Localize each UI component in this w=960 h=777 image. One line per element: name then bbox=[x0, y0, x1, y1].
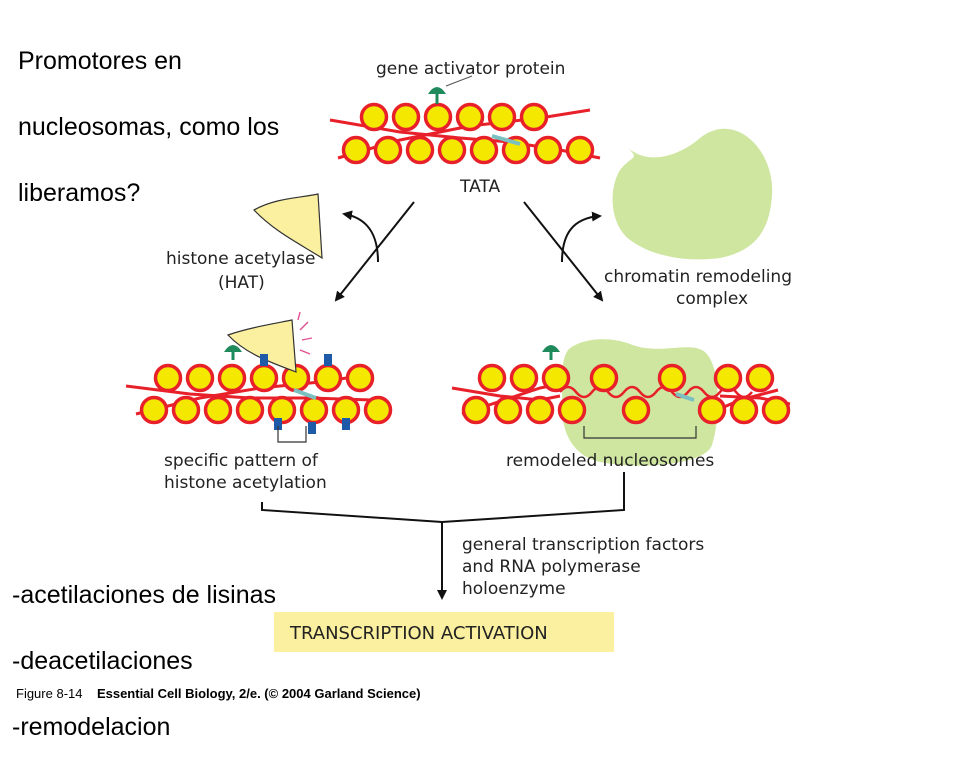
title-line: Promotores en bbox=[18, 47, 182, 75]
nucleosome bbox=[313, 363, 343, 393]
nucleosome bbox=[557, 395, 587, 425]
label-remodeling-complex: chromatin remodeling bbox=[604, 267, 792, 287]
label-tata: TATA bbox=[459, 177, 500, 197]
acetyl-mark bbox=[324, 354, 332, 366]
nucleosome bbox=[713, 363, 743, 393]
remodel-entry-arrow bbox=[561, 211, 602, 263]
nucleosome bbox=[519, 102, 549, 132]
figure-number: Figure 8-14 bbox=[16, 686, 83, 701]
label-acetylation: specific pattern of bbox=[164, 451, 319, 471]
slide-title: Promotores en nucleosomas, como los libe… bbox=[18, 12, 318, 243]
title-line: liberamos? bbox=[18, 179, 141, 207]
nucleosome bbox=[541, 363, 571, 393]
nucleosome bbox=[493, 395, 523, 425]
nucleosome bbox=[185, 363, 215, 393]
nucleosome bbox=[533, 135, 563, 165]
acetylation-bracket bbox=[277, 426, 307, 443]
nucleosome bbox=[139, 395, 169, 425]
tata-box bbox=[293, 388, 317, 400]
acetyl-mark bbox=[308, 422, 316, 434]
acetyl-mark bbox=[260, 354, 268, 366]
remodeled-bracket bbox=[583, 426, 697, 439]
label-gtf: and RNA polymerase bbox=[462, 557, 641, 577]
nucleosome bbox=[469, 135, 499, 165]
nucleosome bbox=[373, 135, 403, 165]
nucleosome bbox=[437, 135, 467, 165]
nucleosome bbox=[461, 395, 491, 425]
nucleosome bbox=[405, 135, 435, 165]
hat-entry-arrow bbox=[342, 210, 379, 263]
label-transcription-activation: TRANSCRIPTION ACTIVATION bbox=[289, 623, 548, 644]
nucleosome bbox=[363, 395, 393, 425]
nucleosome bbox=[217, 363, 247, 393]
dna-strand bbox=[451, 386, 561, 402]
arrow-to-acetylation bbox=[334, 201, 415, 302]
nucleosome bbox=[391, 102, 421, 132]
label-acetylation: histone acetylation bbox=[164, 473, 327, 493]
label-remodeling-complex: complex bbox=[676, 289, 748, 309]
bullet-item: -deacetilaciones bbox=[12, 647, 193, 675]
gene-activator-icon bbox=[428, 75, 473, 104]
nucleosome bbox=[697, 395, 727, 425]
nucleosome bbox=[589, 363, 619, 393]
activity-sparkle-icon bbox=[297, 311, 313, 355]
histone-acetylase-bound-icon bbox=[226, 319, 297, 373]
nucleosome bbox=[423, 102, 453, 132]
nucleosome bbox=[525, 395, 555, 425]
nucleosome bbox=[345, 363, 375, 393]
nucleosome bbox=[153, 363, 183, 393]
nucleosome bbox=[203, 395, 233, 425]
nucleosome bbox=[761, 395, 791, 425]
nucleosomes bbox=[139, 102, 791, 425]
gene-activator-icon bbox=[224, 345, 242, 360]
nucleosome bbox=[745, 363, 775, 393]
nucleosome bbox=[235, 395, 265, 425]
nucleosome bbox=[341, 135, 371, 165]
nucleosome bbox=[501, 135, 531, 165]
figure-caption: Figure 8-14 Essential Cell Biology, 2/e.… bbox=[16, 686, 421, 701]
nucleosome bbox=[729, 395, 759, 425]
nucleosome bbox=[487, 102, 517, 132]
nucleosome bbox=[621, 395, 651, 425]
unwrapped-dna bbox=[558, 385, 754, 399]
acetylation-marks bbox=[260, 354, 350, 434]
label-gene-activator: gene activator protein bbox=[376, 59, 565, 79]
label-gtf: general transcription factors bbox=[462, 535, 704, 555]
histone-acetylase-icon bbox=[253, 193, 323, 260]
figure-source: Essential Cell Biology, 2/e. (© 2004 Gar… bbox=[96, 686, 421, 701]
tata-box bbox=[675, 392, 695, 402]
chromatin-remodeling-complex bbox=[612, 128, 773, 260]
acetyl-mark bbox=[342, 418, 350, 430]
nucleosome bbox=[657, 363, 687, 393]
bullet-item: -acetilaciones de lisinas bbox=[12, 581, 277, 609]
label-hat: histone acetylase bbox=[166, 249, 315, 269]
acetyl-mark bbox=[274, 418, 282, 430]
nucleosome bbox=[249, 363, 279, 393]
nucleosome bbox=[171, 395, 201, 425]
nucleosome bbox=[359, 102, 389, 132]
label-remodeled: remodeled nucleosomes bbox=[506, 451, 714, 471]
gene-activator-icon bbox=[542, 345, 560, 360]
nucleosome bbox=[299, 395, 329, 425]
chromatin-diagram: gene activator protein TATA histone acet… bbox=[125, 59, 792, 652]
title-line: nucleosomas, como los bbox=[18, 113, 280, 141]
tata-box bbox=[491, 134, 521, 146]
nucleosome bbox=[477, 363, 507, 393]
label-gtf: holoenzyme bbox=[462, 579, 566, 599]
transcription-activation-box bbox=[274, 612, 614, 652]
nucleosome bbox=[455, 102, 485, 132]
nucleosome bbox=[565, 135, 595, 165]
nucleosome bbox=[509, 363, 539, 393]
label-hat: (HAT) bbox=[218, 273, 265, 293]
